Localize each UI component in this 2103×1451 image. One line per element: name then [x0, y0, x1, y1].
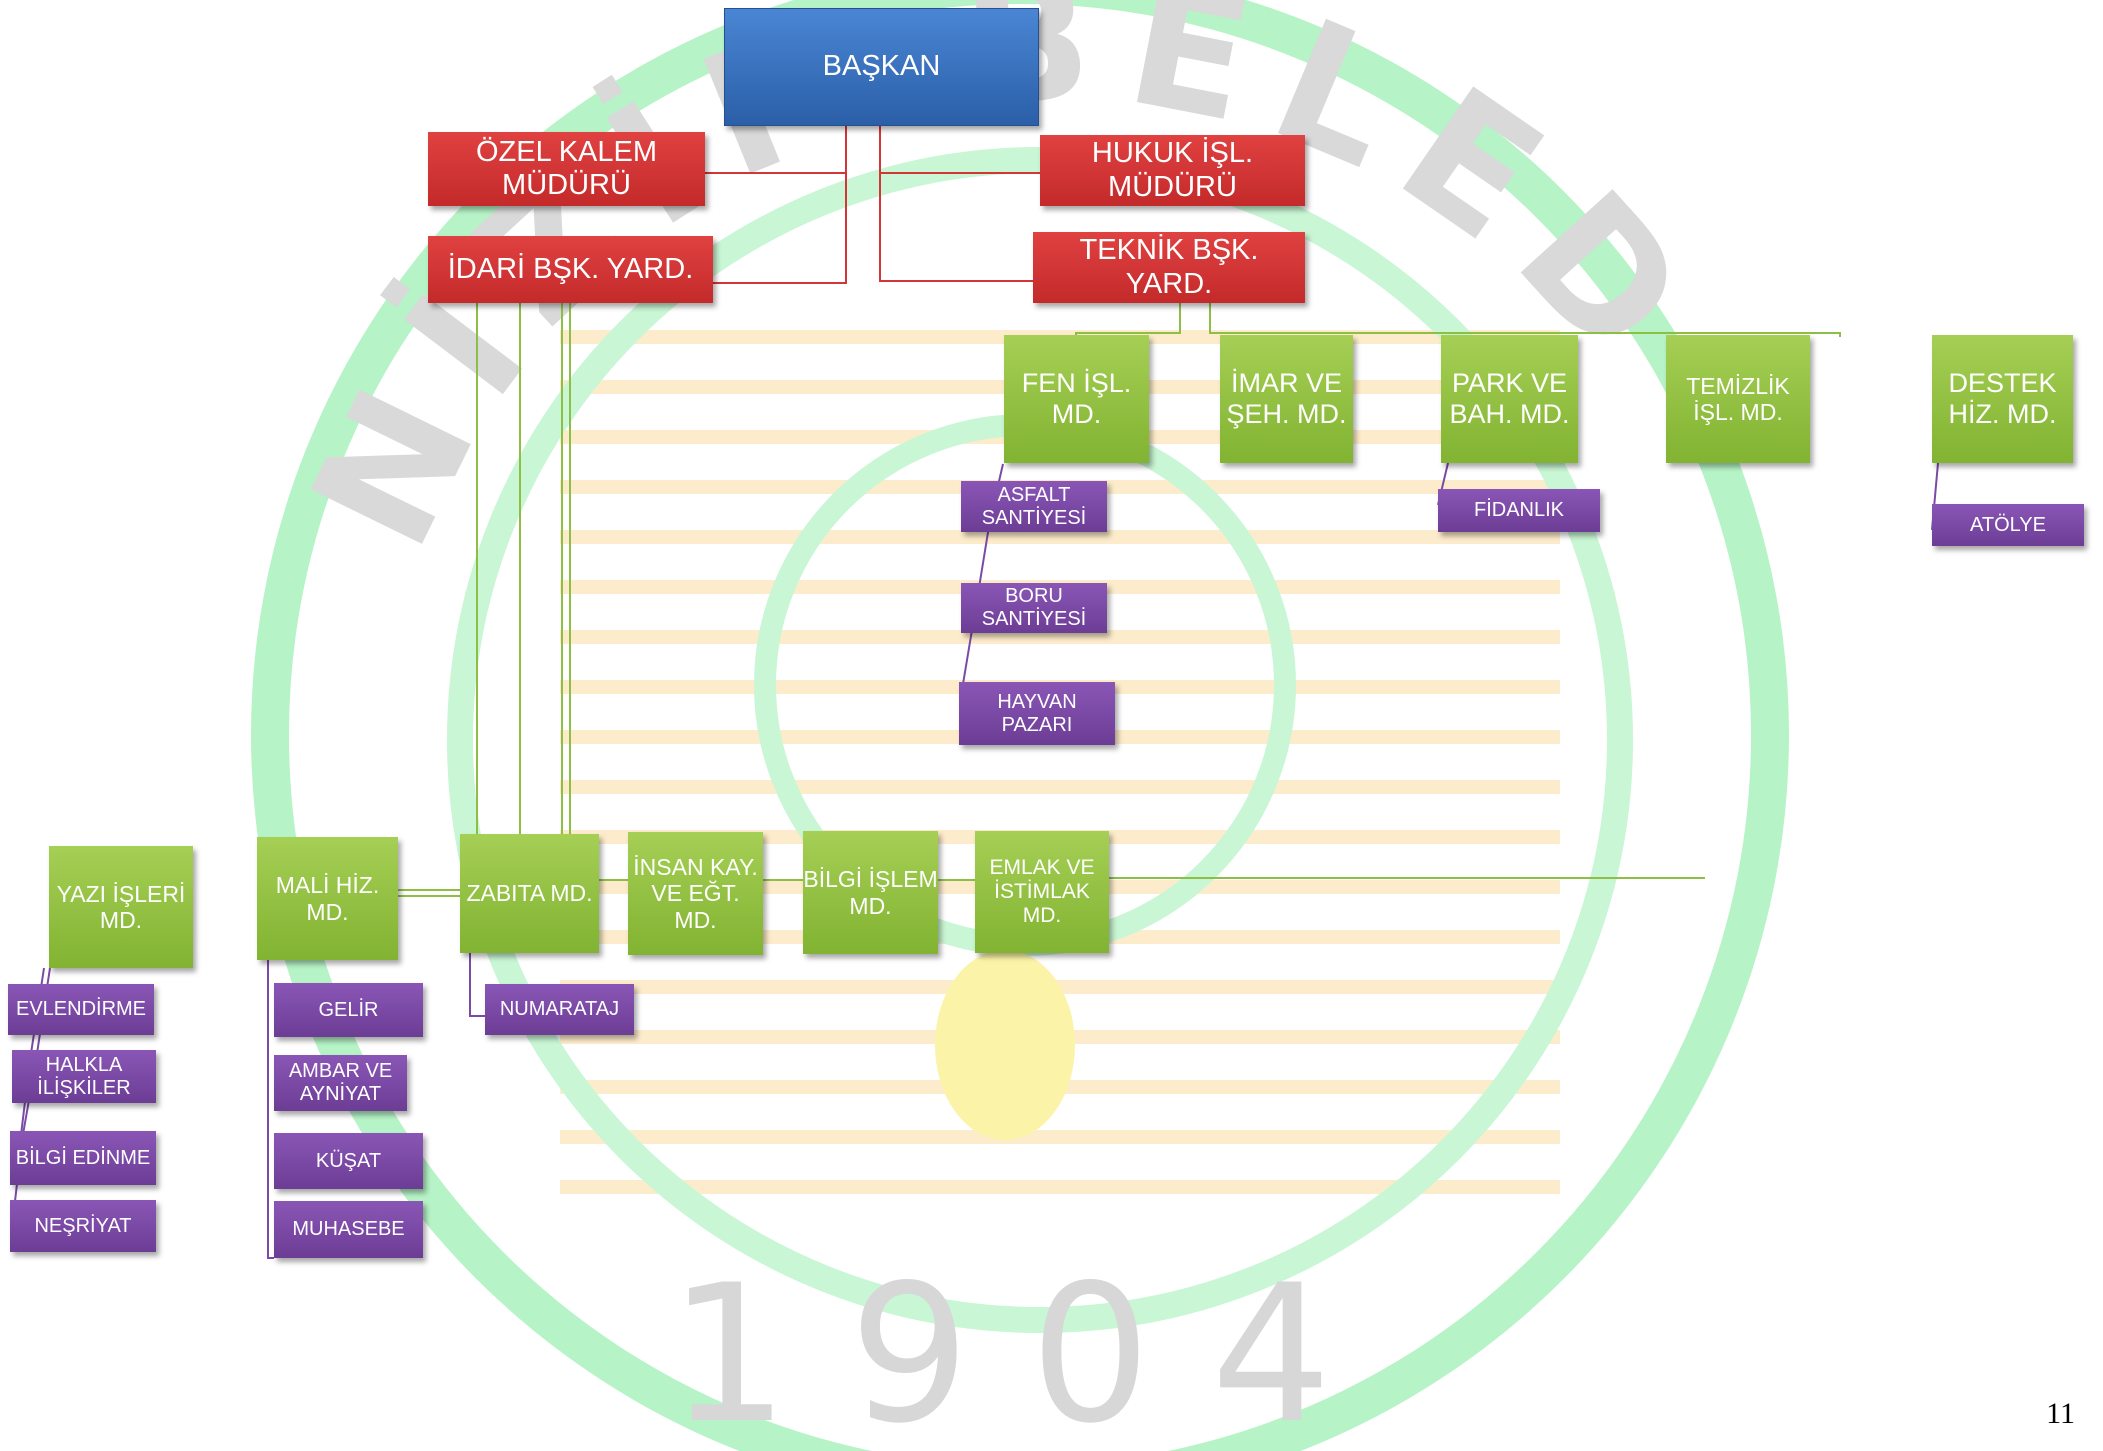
legal-affairs-box[interactable]: HUKUK İŞL. MÜDÜRÜ: [1040, 135, 1305, 206]
mali-sub-label: GELİR: [318, 998, 379, 1021]
tech-unit-imar[interactable]: İMAR VE ŞEH. MD.: [1220, 335, 1353, 463]
admin-unit-yazi[interactable]: YAZI İŞLERİ MD.: [49, 846, 193, 968]
admin-unit-label: BİLGİ İŞLEM MD.: [803, 866, 938, 919]
tech-unit-label: TEMİZLİK İŞL. MD.: [1686, 372, 1790, 425]
fen-sub-asfalt[interactable]: ASFALT SANTİYESİ: [961, 481, 1107, 532]
tech-unit-label: DESTEK HİZ. MD.: [1948, 367, 2057, 429]
destek-sub-atolye[interactable]: ATÖLYE: [1932, 504, 2084, 546]
yazi-sub-halkla[interactable]: HALKLA İLİŞKİLER: [12, 1050, 156, 1103]
admin-unit-zabita[interactable]: ZABITA MD.: [460, 834, 599, 953]
mayor-label: BAŞKAN: [822, 50, 941, 83]
technical-deputy-label: TEKNİK BŞK. YARD.: [1079, 234, 1259, 300]
admin-unit-emlak[interactable]: EMLAK VE İSTİMLAK MD.: [975, 831, 1109, 953]
fen-sub-boru[interactable]: BORU SANTİYESİ: [961, 583, 1107, 633]
tech-unit-label: İMAR VE ŞEH. MD.: [1226, 367, 1347, 429]
mali-sub-ambar[interactable]: AMBAR VE AYNİYAT: [274, 1055, 407, 1111]
yazi-sub-label: HALKLA İLİŞKİLER: [37, 1053, 131, 1099]
admin-unit-label: ZABITA MD.: [466, 880, 593, 907]
fen-sub-label: HAYVAN PAZARI: [997, 690, 1077, 736]
admin-unit-label: MALİ HİZ. MD.: [275, 872, 380, 925]
zabita-sub-numarataj[interactable]: NUMARATAJ: [485, 984, 634, 1035]
mali-sub-label: MUHASEBE: [292, 1218, 405, 1240]
tech-unit-label: FEN İŞL. MD.: [1021, 367, 1132, 429]
tech-unit-temizlik[interactable]: TEMİZLİK İŞL. MD.: [1666, 335, 1810, 463]
fen-sub-hayvan[interactable]: HAYVAN PAZARI: [959, 682, 1115, 745]
mali-sub-label: KÜŞAT: [315, 1149, 382, 1172]
admin-unit-mali[interactable]: MALİ HİZ. MD.: [257, 837, 398, 960]
admin-unit-bilgi-islem[interactable]: BİLGİ İŞLEM MD.: [803, 831, 938, 954]
yazi-sub-bilgi-edinme[interactable]: BİLGİ EDİNME: [10, 1131, 156, 1185]
tech-unit-park[interactable]: PARK VE BAH. MD.: [1441, 335, 1578, 463]
yazi-sub-label: EVLENDİRME: [15, 998, 147, 1020]
yazi-sub-evlendirme[interactable]: EVLENDİRME: [8, 984, 154, 1035]
mali-sub-muhasebe[interactable]: MUHASEBE: [274, 1201, 423, 1258]
tech-unit-destek[interactable]: DESTEK HİZ. MD.: [1932, 335, 2073, 463]
destek-sub-label: ATÖLYE: [1970, 513, 2046, 536]
page-number: 11: [2046, 1397, 2075, 1430]
legal-affairs-label: HUKUK İŞL. MÜDÜRÜ: [1091, 137, 1254, 203]
yazi-sub-label: BİLGİ EDİNME: [15, 1146, 151, 1169]
fen-sub-label: BORU SANTİYESİ: [981, 585, 1087, 630]
logo-outer-ring: [251, 0, 1789, 1451]
private-office-box[interactable]: ÖZEL KALEM MÜDÜRÜ: [428, 132, 705, 206]
yazi-sub-nesriyat[interactable]: NEŞRİYAT: [10, 1200, 156, 1252]
admin-deputy-box[interactable]: İDARİ BŞK. YARD.: [428, 236, 713, 303]
mali-sub-kusat[interactable]: KÜŞAT: [274, 1133, 423, 1189]
zabita-sub-label: NUMARATAJ: [499, 998, 620, 1020]
mali-sub-label: AMBAR VE AYNİYAT: [288, 1060, 393, 1105]
mali-sub-gelir[interactable]: GELİR: [274, 983, 423, 1037]
tech-unit-fen[interactable]: FEN İŞL. MD.: [1004, 335, 1149, 463]
private-office-label: ÖZEL KALEM MÜDÜRÜ: [475, 135, 658, 201]
admin-unit-label: EMLAK VE İSTİMLAK MD.: [989, 855, 1095, 928]
logo-drop-shape: [935, 950, 1075, 1140]
admin-unit-label: YAZI İŞLERİ MD.: [56, 880, 186, 933]
fen-sub-label: ASFALT SANTİYESİ: [981, 483, 1087, 529]
admin-unit-insan[interactable]: İNSAN KAY. VE EĞT. MD.: [628, 832, 763, 955]
yazi-sub-label: NEŞRİYAT: [34, 1214, 132, 1237]
mayor-box[interactable]: BAŞKAN: [724, 8, 1039, 126]
park-sub-label: FİDANLIK: [1473, 499, 1565, 521]
logo-year-text: 1904: [668, 1244, 1392, 1451]
admin-unit-label: İNSAN KAY. VE EĞT. MD.: [633, 853, 758, 933]
admin-deputy-label: İDARİ BŞK. YARD.: [447, 252, 694, 285]
tech-unit-label: PARK VE BAH. MD.: [1449, 367, 1570, 429]
technical-deputy-box[interactable]: TEKNİK BŞK. YARD.: [1033, 232, 1305, 303]
park-sub-fidanlik[interactable]: FİDANLIK: [1438, 489, 1600, 532]
